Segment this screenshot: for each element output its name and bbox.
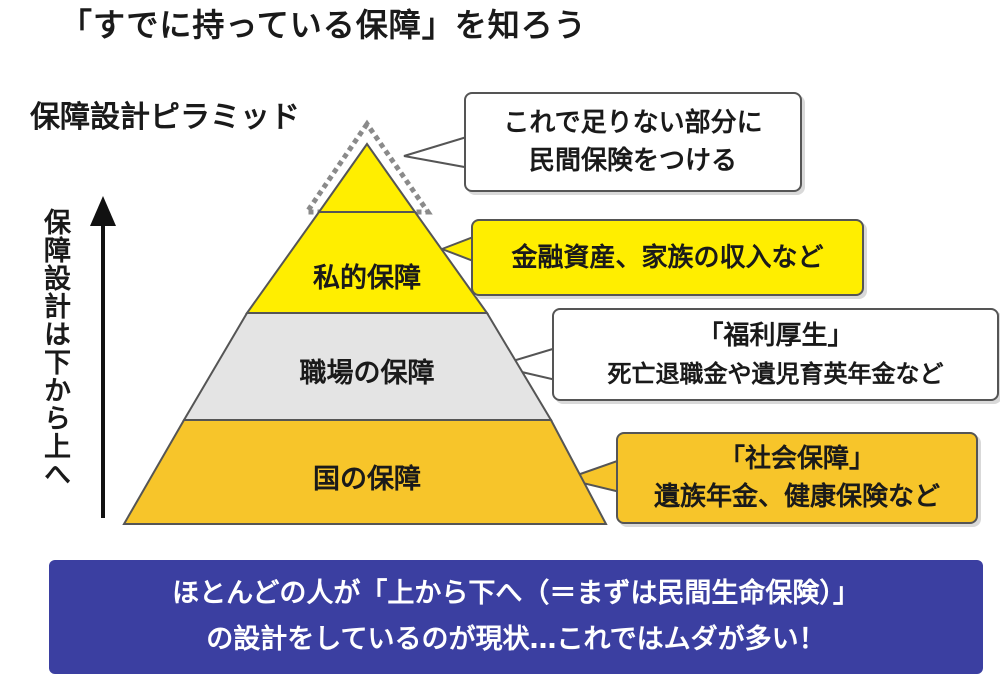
callout-private-assets: 金融資産、家族の収入など: [471, 219, 864, 296]
tier-label-national: 国の保障: [313, 464, 421, 495]
callout-private-insurance: これで足りない部分に 民間保険をつける: [464, 92, 802, 192]
banner-line: ほとんどの人が「上から下へ（＝まずは民間生命保険）」: [172, 578, 860, 609]
pyramid-title: 保障設計ピラミッド: [30, 100, 300, 135]
callout-line: 死亡退職金や遺児育英年金など: [607, 359, 944, 388]
axis-label: 保障設計は下から上へ: [39, 208, 70, 488]
callout-pointer-top: [403, 134, 471, 170]
pyramid-tier-national: [122, 419, 608, 525]
tier-label-private: 私的保障: [313, 263, 421, 294]
callout-line: 「福利厚生」: [697, 320, 854, 351]
callout-line: 金融資産、家族の収入など: [511, 242, 824, 273]
pyramid-top-dotted: [302, 119, 433, 215]
axis-arrow-head: [90, 196, 116, 226]
page-title: 「すでに持っている保障」を知ろう: [60, 6, 587, 44]
summary-banner: ほとんどの人が「上から下へ（＝まずは民間生命保険）」 の設計をしているのが現状……: [49, 560, 983, 674]
callout-social-security: 「社会保障」 遺族年金、健康保険など: [616, 432, 978, 524]
banner-line: の設計をしているのが現状…これではムダが多い！: [206, 624, 826, 655]
callout-line: 「社会保障」: [718, 444, 875, 474]
callout-line: 民間保険をつける: [528, 146, 737, 176]
callout-line: 遺族年金、健康保険など: [653, 482, 940, 512]
tier-label-workplace: 職場の保障: [299, 358, 435, 389]
callout-line: これで足りない部分に: [503, 108, 763, 138]
callout-workplace-benefits: 「福利厚生」 死亡退職金や遺児育英年金など: [552, 308, 999, 401]
pyramid-tier-top: [317, 142, 417, 213]
